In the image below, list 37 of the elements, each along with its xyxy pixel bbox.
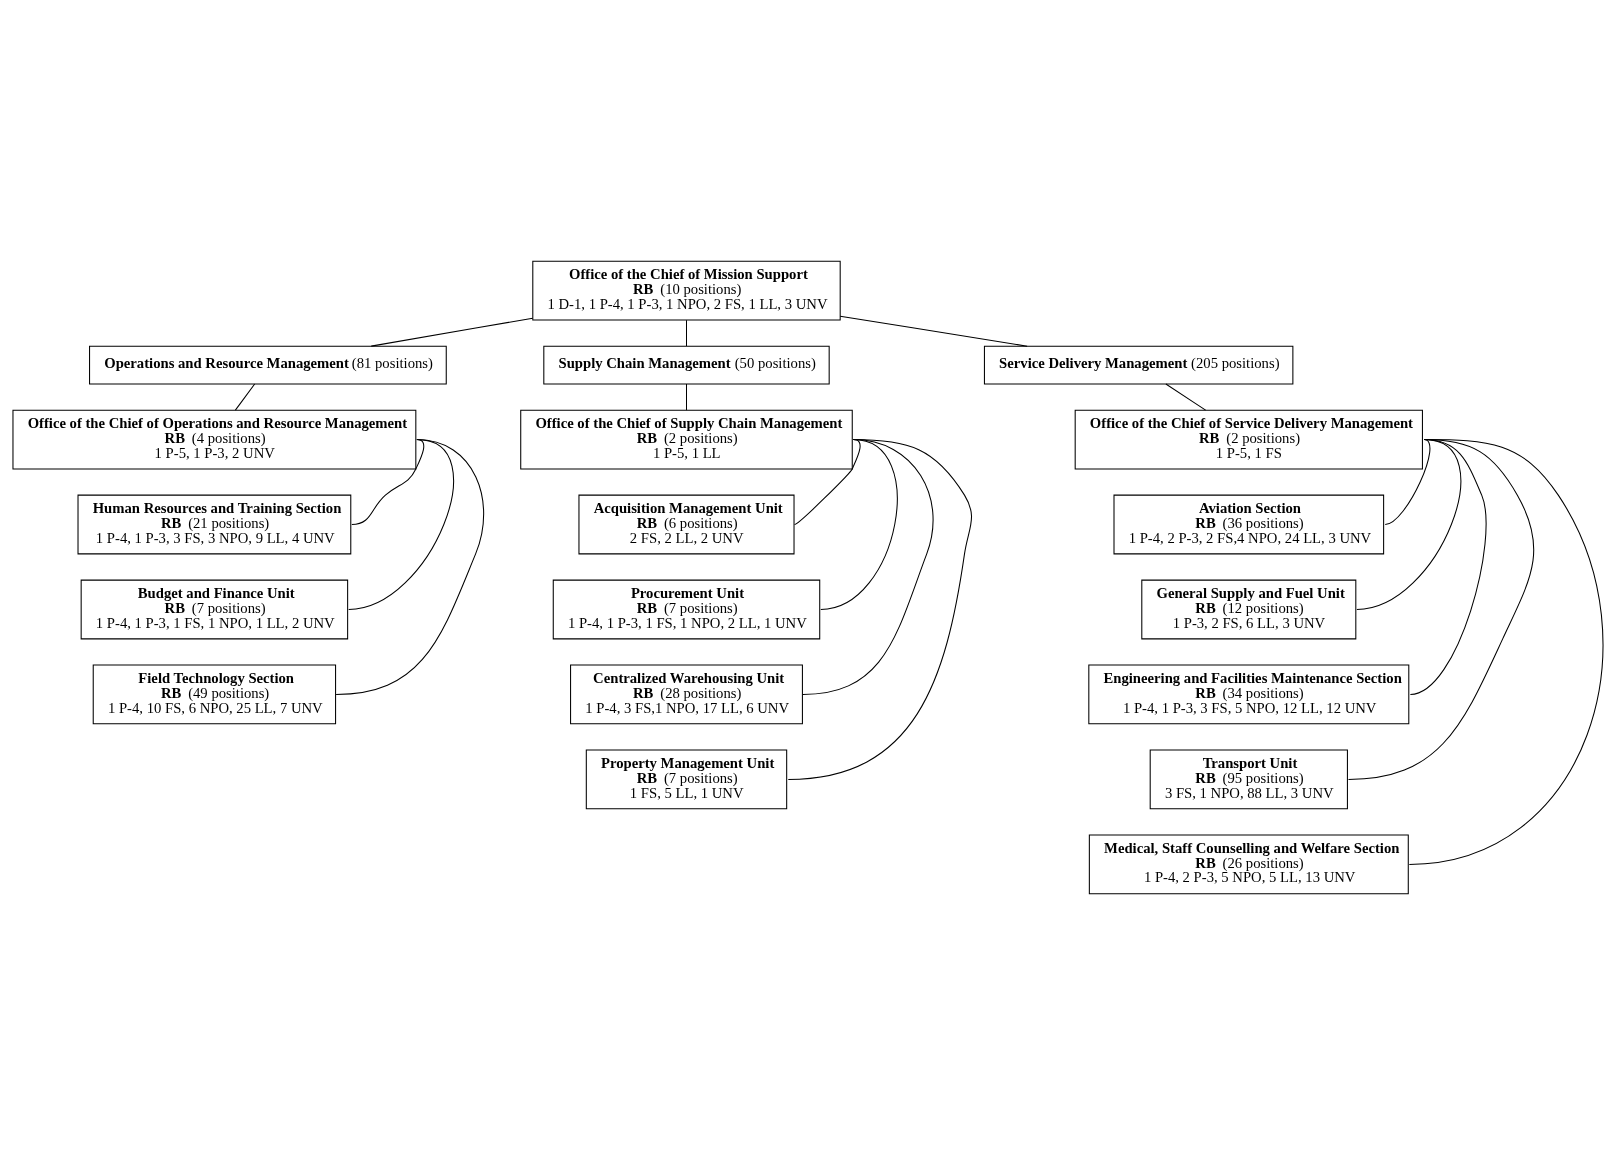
node-box: Procurement Unit RB (7 positions) 1 P-4, 1 P-3, 1 FS, 1 NPO, 2 LL, 1 UNV — [552, 579, 821, 640]
connector — [1165, 383, 1207, 411]
connector — [335, 439, 485, 695]
connector — [1356, 439, 1462, 611]
node-box: Acquisition Management Unit RB (6 positions) 2 FS, 2 LL, 2 UNV — [578, 494, 795, 555]
connector — [820, 439, 898, 611]
connector — [839, 315, 1028, 347]
node-box: Field Technology Section RB (49 positions) 1 P-4, 10 FS, 6 NPO, 25 LL, 7 UNV — [92, 664, 337, 725]
connector — [351, 439, 425, 526]
connector — [348, 439, 454, 611]
node-box: Centralized Warehousing Unit RB (28 positions) 1 P-4, 3 FS,1 NPO, 17 LL, 6 UNV — [570, 664, 803, 725]
node-box: Office of the Chief of Mission Support RB (10 positions) 1 D-1, 1 P-4, 1 P-3, 1 NPO, 2 FS, 1 LL, 3 UNV — [532, 260, 841, 321]
node-box: Supply Chain Management (50 positions) — [543, 345, 830, 385]
node-box: Aviation Section RB (36 positions) 1 P-4, 2 P-3, 2 FS,4 NPO, 24 LL, 3 UNV — [1113, 494, 1385, 555]
connector — [1347, 439, 1535, 780]
node-box: Property Management Unit RB (7 positions) 1 FS, 5 LL, 1 UNV — [585, 749, 788, 810]
node-box: Human Resources and Training Section RB (21 positions) 1 P-4, 1 P-3, 3 FS, 3 NPO, 9 LL, 4 UNV — [77, 494, 352, 555]
node-box: Office of the Chief of Operations and Resource Management RB (4 positions) 1 P-5, 1 P-3, 2 UNV — [12, 409, 417, 470]
node-box: General Supply and Fuel Unit RB (12 positions) 1 P-3, 2 FS, 6 LL, 3 UNV — [1141, 579, 1357, 640]
connector — [685, 383, 687, 411]
connector — [1384, 439, 1431, 526]
node-box: Engineering and Facilities Maintenance Section RB (34 positions) 1 P-4, 1 P-3, 3 FS, 5 NPO, 12 LL, 12 UNV — [1088, 664, 1410, 725]
connector — [370, 317, 534, 347]
connector — [685, 319, 687, 347]
node-box: Budget and Finance Unit RB (7 positions) 1 P-4, 1 P-3, 1 FS, 1 NPO, 1 LL, 2 UNV — [80, 579, 349, 640]
node-box: Office of the Chief of Service Delivery Management RB (2 positions) 1 P-5, 1 FS — [1074, 409, 1423, 470]
connector — [1408, 439, 1604, 865]
connector — [794, 439, 861, 526]
connector — [787, 439, 972, 780]
connector — [1409, 439, 1487, 695]
node-box: Medical, Staff Counselling and Welfare Section RB (26 positions) 1 P-4, 2 P-3, 5 NPO, 5 LL, 13 UNV — [1088, 834, 1409, 895]
node-box: Transport Unit RB (95 positions) 3 FS, 1 NPO, 88 LL, 3 UNV — [1149, 749, 1348, 810]
node-box: Operations and Resource Management (81 positions) — [89, 345, 447, 385]
connector — [234, 383, 256, 411]
node-box: Office of the Chief of Supply Chain Management RB (2 positions) 1 P-5, 1 LL — [520, 409, 853, 470]
node-box: Service Delivery Management (205 positions) — [983, 345, 1294, 385]
connector — [802, 439, 934, 695]
